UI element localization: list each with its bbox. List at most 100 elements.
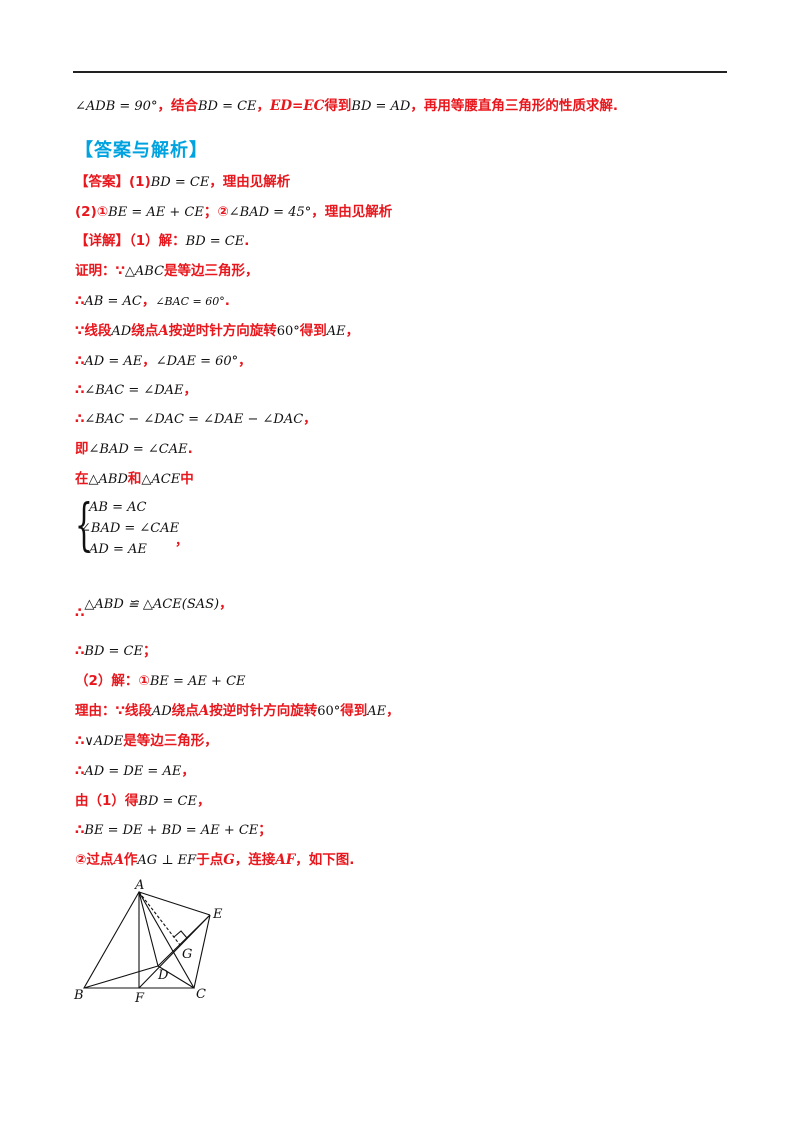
step-line-8: 即∠BAD = ∠CAE. (75, 440, 193, 459)
text: ； (142, 643, 157, 659)
text: ， (183, 382, 198, 398)
text: ， (196, 793, 211, 809)
text: ②过点 (75, 852, 114, 868)
segment-dc (157, 965, 195, 989)
geometry-figure: A E G D B F C (73, 878, 223, 1006)
system-row: ∠BAD = ∠CAE (80, 521, 180, 536)
text: ，理由见解析 (311, 204, 393, 220)
therefore-symbol: ∴ (75, 733, 85, 749)
answer-label: (2)① (75, 204, 109, 220)
text: 绕点 (171, 703, 199, 719)
text: ， (386, 703, 400, 719)
text: ， (181, 763, 195, 779)
text: 于点 (196, 852, 224, 868)
math-expr: BD = CE (185, 234, 245, 249)
math-expr: AD (151, 704, 172, 719)
highlight-expr: A (198, 703, 210, 719)
text: ， (345, 323, 360, 339)
therefore-symbol: ∴ (75, 353, 85, 369)
text: ∵线段 (75, 323, 112, 339)
therefore-symbol: ∴ (75, 382, 85, 398)
segment-bd (83, 965, 159, 989)
text: 证明：∵ (75, 263, 125, 279)
step-line-11: ∴BD = CE； (75, 642, 156, 661)
therefore-symbol: ∴ (75, 822, 85, 838)
math-expr: BE = AE + CE (108, 205, 204, 220)
math-expr: BD = AD (351, 99, 411, 114)
text: . (244, 233, 250, 249)
text: . (187, 441, 193, 457)
equation-system: { AB = AC ∠BAD = ∠CAE AD = AE ， (75, 496, 195, 560)
highlight-expr: A (113, 852, 124, 868)
text: ，理由见解析 (209, 174, 291, 190)
highlight-expr: A (158, 323, 169, 339)
text: ，如下图. (295, 852, 355, 868)
math-expr: △ABC (124, 264, 165, 279)
system-row: AB = AC (89, 500, 147, 515)
math-expr: 60° (317, 704, 341, 719)
step-line-14: ∴∨ADE是等边三角形， (75, 732, 218, 751)
math-expr: BD = CE (138, 794, 197, 809)
segment-ad (138, 891, 159, 967)
therefore-symbol: ∴ (75, 763, 85, 779)
label-c: C (196, 987, 206, 1002)
label-f: F (134, 991, 145, 1006)
step-line-15: ∴AD = DE = AE， (75, 762, 195, 781)
step-line-6: ∴∠BAC = ∠DAE， (75, 381, 197, 400)
proof-line: 证明：∵△ABC是等边三角形， (75, 262, 259, 281)
text: 中 (180, 471, 194, 487)
label-a: A (134, 878, 144, 893)
text: ， (175, 534, 189, 549)
step-line-13: 理由：∵线段AD绕点A按逆时针方向旋转60°得到AE， (75, 702, 400, 721)
text: 和 (127, 471, 142, 487)
segment-ec (193, 914, 211, 989)
math-expr: AD (111, 324, 132, 339)
therefore-symbol: ∴ (75, 643, 85, 659)
therefore-symbol: ∴ (75, 605, 85, 621)
text: ， (256, 98, 271, 114)
right-angle-mark (173, 930, 188, 939)
math-expr: △ABD ≌ △ACE(SAS) (84, 597, 220, 612)
step-line-18: ②过点A作AG ⊥ EF于点G，连接AF，如下图. (75, 851, 354, 870)
text: 作 (123, 852, 138, 868)
intro-line: ∠ADB = 90°，结合BD = CE，ED=EC得到BD = AD，再用等腰… (75, 97, 618, 116)
step-line-10: ∴△ABD ≌ △ACE(SAS)， (75, 595, 233, 621)
detail-line-1: 【详解】（1）解：BD = CE. (75, 232, 249, 251)
header-rule (73, 71, 727, 73)
math-expr: ∠BAC − ∠DAC = ∠DAE − ∠DAC (84, 412, 304, 427)
text: ； (258, 822, 272, 838)
brace: { (75, 493, 93, 558)
label-b: B (73, 988, 84, 1003)
math-expr: AD = AE (84, 354, 143, 369)
segment-ag (138, 891, 181, 946)
step-line-5: ∴AD = AE，∠DAE = 60°， (75, 352, 252, 371)
text: 得到 (299, 323, 327, 339)
math-expr: BD = CE (197, 99, 257, 114)
math-expr: AD = DE = AE (84, 764, 182, 779)
text: 按逆时针方向旋转 (209, 703, 318, 719)
math-expr: △ABD (88, 472, 128, 487)
text: 得到 (324, 98, 352, 114)
step-line-3: ∴AB = AC，∠BAC = 60°. (75, 292, 230, 311)
answer-label: 【答案】(1) (75, 174, 151, 190)
text: ， (238, 353, 252, 369)
answer-line-1: 【答案】(1)BD = CE，理由见解析 (75, 173, 290, 192)
math-expr: ∠ADB = 90° (75, 99, 158, 114)
label-e: E (212, 907, 223, 922)
math-expr: ∠BAC = ∠DAE (84, 383, 184, 398)
math-expr: BD = CE (150, 175, 210, 190)
segment-ef (138, 914, 211, 989)
therefore-symbol: ∴ (75, 293, 85, 309)
math-expr: BD = CE (84, 644, 143, 659)
text: ， (303, 411, 317, 427)
text: ， (219, 596, 233, 612)
math-expr: ∠BAD = ∠CAE (88, 442, 188, 457)
text: ， (141, 293, 156, 309)
text: ，连接 (234, 852, 276, 868)
step-line-12: （2）解：①BE = AE + CE (75, 672, 246, 691)
step-line-4: ∵线段AD绕点A按逆时针方向旋转60°得到AE， (75, 322, 359, 341)
step-line-16: 由（1）得BD = CE， (75, 792, 210, 811)
text: . (224, 293, 230, 309)
answer-line-2: (2)①BE = AE + CE；②∠BAD = 45°，理由见解析 (75, 203, 392, 222)
therefore-symbol: ∴ (75, 411, 85, 427)
